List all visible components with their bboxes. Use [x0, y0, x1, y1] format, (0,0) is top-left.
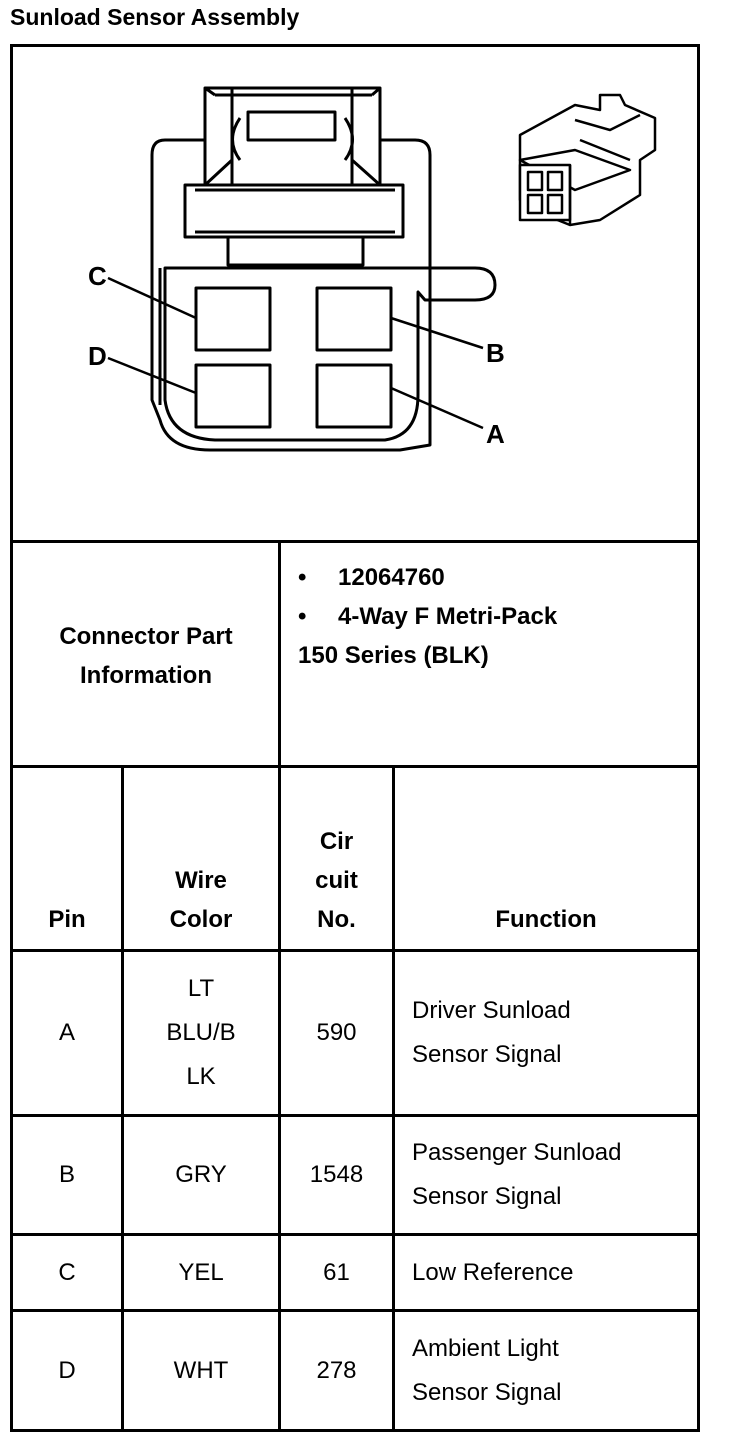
- column-header-wire-color: Wire Color: [169, 867, 233, 933]
- table-frame: [10, 44, 700, 1432]
- terminal-d: [194, 363, 272, 429]
- divider: [278, 540, 281, 768]
- divider: [10, 949, 700, 952]
- pin-label-d: D: [88, 341, 107, 371]
- table-cell-circuit: 61: [323, 1258, 350, 1286]
- list-item: •12064760: [298, 564, 445, 591]
- table-cell-pin: D: [58, 1356, 76, 1384]
- terminal-c: [194, 286, 272, 352]
- connector-diagram: C D B A: [88, 86, 657, 452]
- column-header-pin: Pin: [48, 906, 86, 933]
- table-cell-wire-color: YEL: [178, 1258, 224, 1286]
- leader-c: [107, 276, 197, 320]
- table-cell-function: Passenger Sunload Sensor Signal: [412, 1139, 622, 1210]
- divider: [10, 1114, 700, 1117]
- table-cell-pin: A: [58, 1019, 75, 1046]
- table-cell-function: Driver Sunload Sensor Signal: [412, 997, 571, 1068]
- table-cell-function: Low Reference: [412, 1258, 574, 1286]
- pin-label-c: C: [88, 261, 107, 291]
- divider: [121, 765, 124, 1432]
- terminal-a: [315, 363, 393, 429]
- table-cell-circuit: 278: [316, 1356, 357, 1384]
- connector-3d-icon: [518, 93, 657, 227]
- divider: [10, 1309, 700, 1312]
- table-cell-pin: B: [58, 1161, 75, 1188]
- table-cell-wire-color: LT BLU/B LK: [166, 975, 236, 1090]
- table-cell-circuit: 1548: [309, 1161, 364, 1188]
- leader-a: [390, 386, 484, 430]
- divider: [10, 765, 700, 768]
- leader-b: [390, 316, 484, 350]
- pin-label-a: A: [486, 419, 505, 449]
- divider: [10, 540, 700, 543]
- connector-part-info-label: Connector Part Information: [59, 623, 233, 689]
- table-cell-wire-color: WHT: [173, 1356, 229, 1384]
- table-cell-wire-color: GRY: [175, 1161, 227, 1188]
- table-cell-pin: C: [58, 1258, 76, 1286]
- column-header-function: Function: [495, 906, 597, 933]
- page-title: Sunload Sensor Assembly: [10, 4, 300, 30]
- latch: [183, 183, 405, 239]
- terminal-b: [315, 286, 393, 352]
- leader-d: [107, 356, 197, 395]
- list-item: •4-Way F Metri-Pack: [298, 603, 558, 630]
- divider: [392, 765, 395, 1432]
- table-cell-function: Ambient Light Sensor Signal: [412, 1334, 562, 1406]
- pin-label-b: B: [486, 338, 505, 368]
- divider: [10, 1233, 700, 1236]
- list-item-continuation: 150 Series (BLK): [298, 642, 489, 669]
- column-header-circuit-no: Cir cuit No.: [315, 828, 358, 933]
- connector-part-info-list: •12064760 •4-Way F Metri-Pack 150 Series…: [298, 558, 557, 675]
- table-cell-circuit: 590: [316, 1019, 357, 1046]
- divider: [278, 765, 281, 1432]
